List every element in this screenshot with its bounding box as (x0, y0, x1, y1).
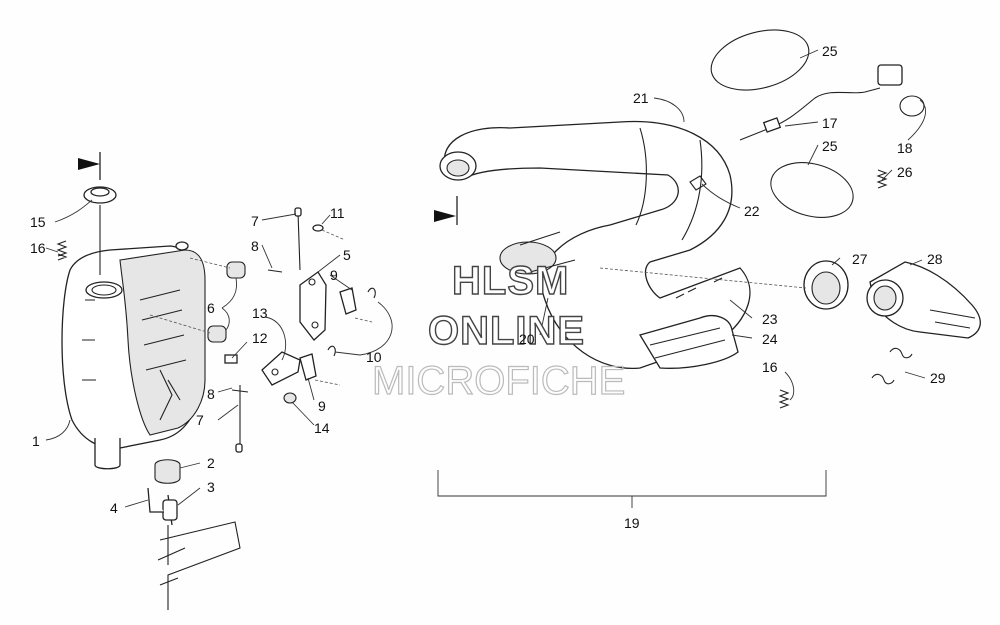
springs-part-29 (871, 347, 913, 385)
frame-rail (157, 521, 241, 610)
bracket-part-13 (261, 351, 301, 386)
bracket-part-5 (299, 271, 327, 341)
watermark-line-3: MICROFICHE (372, 359, 625, 403)
mount-parts-2-3-4 (147, 459, 181, 565)
callout-17: 17 (822, 115, 838, 131)
leader-lines (45, 49, 926, 508)
springs-part-7 (235, 207, 302, 453)
clips-part-9-10 (299, 287, 376, 386)
callout-28: 28 (927, 251, 943, 267)
callout-19: 19 (624, 515, 640, 531)
callout-7-top: 7 (251, 213, 259, 229)
callout-24: 24 (762, 331, 778, 347)
callout-10: 10 (366, 349, 382, 365)
watermark: HLSM ONLINE MICROFICHE (371, 258, 626, 403)
callout-22: 22 (744, 203, 760, 219)
callout-1: 1 (32, 433, 40, 449)
watermark-line-2: ONLINE (428, 309, 585, 353)
callout-21: 21 (633, 90, 649, 106)
flag-icon (434, 196, 458, 225)
callout-16-right: 16 (762, 359, 778, 375)
callout-6: 6 (207, 300, 215, 316)
callout-20: 20 (519, 331, 535, 347)
callout-25-bottom: 25 (822, 138, 838, 154)
callout-23: 23 (762, 311, 778, 327)
muffler-part-1 (61, 241, 206, 470)
callout-8-bottom: 8 (207, 386, 215, 402)
pipe-inner-part-20 (499, 231, 576, 275)
callout-18: 18 (897, 140, 913, 156)
springs-part-26-16 (778, 169, 888, 409)
ring-part-18 (899, 95, 925, 117)
spring-part-16-left (56, 240, 68, 261)
callout-8-top: 8 (251, 238, 259, 254)
callout-11: 11 (330, 205, 345, 221)
callout-7-bottom: 7 (196, 412, 204, 428)
callout-26: 26 (897, 164, 913, 180)
callout-29: 29 (930, 370, 946, 386)
callout-13: 13 (252, 305, 268, 321)
callout-16-left: 16 (30, 240, 46, 256)
callout-5: 5 (343, 247, 351, 263)
hardware-parts-8-12-14 (224, 269, 297, 404)
exhaust-pipe-part-21 (439, 120, 751, 370)
flag-icon (78, 152, 101, 180)
group-bracket-19 (437, 470, 827, 508)
callout-4: 4 (110, 500, 118, 516)
callout-3: 3 (207, 479, 215, 495)
callout-15: 15 (30, 214, 46, 230)
watermark-line-1: HLSM (452, 259, 569, 303)
sensor-part-17 (739, 64, 903, 141)
callout-2: 2 (207, 455, 215, 471)
callout-14: 14 (314, 420, 330, 436)
bolt-part-11 (312, 224, 346, 241)
callout-27: 27 (852, 251, 868, 267)
callout-25-top: 25 (822, 43, 838, 59)
grommet-part-15 (83, 186, 117, 275)
callout-12: 12 (252, 330, 268, 346)
callout-numbers: 15 16 1 2 3 4 6 7 8 11 5 9 13 12 10 8 9 … (30, 43, 946, 531)
heat-shield-parts-23-24 (639, 315, 739, 369)
callout-9-bottom: 9 (318, 398, 326, 414)
manifold-part-28 (866, 261, 981, 339)
band-clamps-part-25 (710, 29, 854, 218)
grommets-part-6 (149, 257, 246, 343)
callout-9-top: 9 (330, 267, 338, 283)
gasket-part-27 (599, 260, 849, 310)
